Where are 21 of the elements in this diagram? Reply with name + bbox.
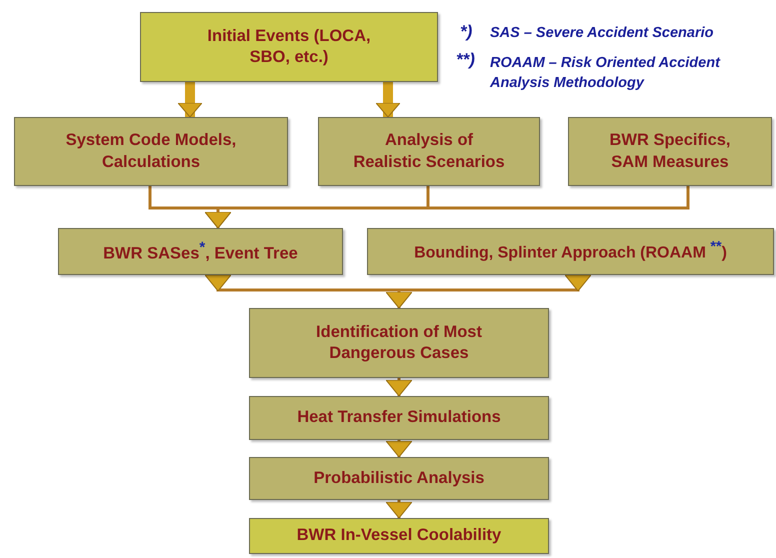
connector-arrow [386,500,412,518]
connector-arrow [386,440,412,458]
block-arrow [376,82,400,118]
footnote-marker: **) [456,50,475,70]
process-box: Identification of Most Dangerous Cases [249,308,549,378]
process-box: Initial Events (LOCA, SBO, etc.) [140,12,438,82]
footnote-text: SAS – Severe Accident Scenario [490,25,714,41]
process-box: Heat Transfer Simulations [249,396,549,440]
connector-arrow [386,378,412,396]
process-box: Analysis of Realistic Scenarios [318,117,540,186]
footnote-text: ROAAM – Risk Oriented Accident Analysis Methodology [490,54,722,94]
process-box: System Code Models, Calculations [14,117,288,186]
process-box: BWR Specifics, SAM Measures [568,117,772,186]
process-box: Bounding, Splinter Approach (ROAAM $^{**}$) [367,228,774,275]
connector-arrow [386,274,592,308]
connector-arrow [204,186,690,228]
footnote-marker: *) [460,22,472,42]
process-box: Probabilistic Analysis [249,457,549,500]
block-arrow [178,82,202,118]
process-box: BWR In-Vessel Coolability [249,518,549,554]
process-box: BWR SASes$^{*}$, Event Tree [58,228,343,275]
